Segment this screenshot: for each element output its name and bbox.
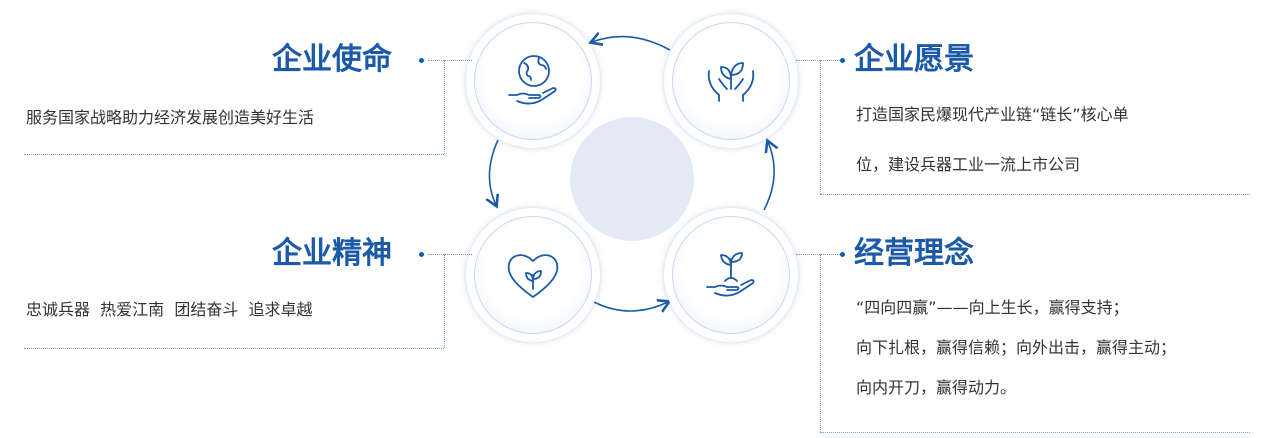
vision-dot: [840, 58, 845, 63]
mission-dot: [419, 58, 424, 63]
sprout-in-hand-icon: [706, 252, 755, 297]
spirit-connector: [428, 254, 472, 255]
spirit-border: [444, 254, 445, 348]
center-disc: [570, 117, 694, 241]
philosophy-underline: [820, 432, 1250, 433]
mission-title: 企业使命: [272, 42, 392, 77]
plant-in-hands-icon: [707, 62, 755, 102]
vision-line: 打造国家民爆现代产业链“链长”核心单: [856, 105, 1129, 124]
philosophy-line: 向内开刀，赢得动力。: [856, 378, 1017, 397]
mission-circle: [466, 14, 600, 148]
spirit-circle: [466, 208, 600, 342]
mission-connector: [428, 60, 472, 61]
philosophy-circle: [664, 208, 798, 342]
vision-connector: [796, 60, 840, 61]
spirit-text: 忠诚兵器 热爱江南 团结奋斗 追求卓越: [26, 300, 313, 319]
vision-underline: [820, 194, 1250, 195]
philosophy-dot: [840, 252, 845, 257]
spirit-underline: [24, 348, 444, 349]
philosophy-title: 经营理念: [854, 236, 974, 271]
spirit-title: 企业精神: [272, 236, 392, 271]
globe-in-hand-icon: [508, 55, 557, 105]
vision-border: [820, 60, 821, 194]
spirit-dot: [419, 252, 424, 257]
heart-with-sprout-icon: [507, 254, 559, 298]
vision-line: 位，建设兵器工业一流上市公司: [856, 155, 1081, 174]
vision-text: 打造国家民爆现代产业链“链长”核心单 位，建设兵器工业一流上市公司: [856, 90, 1129, 190]
philosophy-line: 向下扎根，赢得信赖；向外出击，赢得主动；: [856, 338, 1177, 357]
mission-text: 服务国家战略助力经济发展创造美好生活: [26, 108, 315, 127]
philosophy-line: “四向四赢”——向上生长，赢得支持；: [856, 298, 1129, 317]
vision-circle: [664, 14, 798, 148]
mission-border: [444, 60, 445, 154]
mission-underline: [24, 154, 444, 155]
philosophy-text: “四向四赢”——向上生长，赢得支持； 向下扎根，赢得信赖；向外出击，赢得主动； …: [856, 288, 1176, 408]
philosophy-border: [820, 254, 821, 432]
vision-title: 企业愿景: [854, 42, 974, 77]
philosophy-connector: [796, 254, 840, 255]
